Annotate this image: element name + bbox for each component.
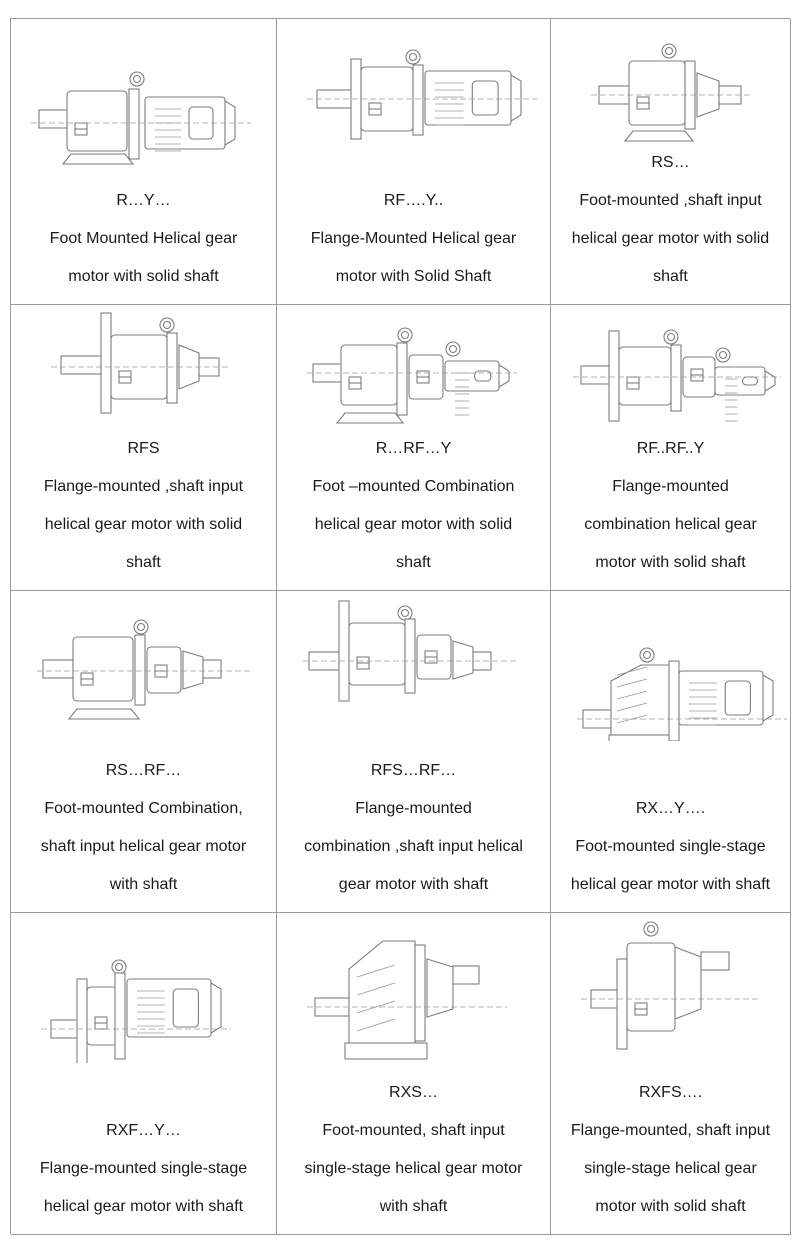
drawing-slot: [11, 19, 276, 169]
product-model: RF..RF..Y: [636, 440, 705, 457]
product-cell: RXF…Y… Flange-mounted single-stage helical…: [11, 913, 277, 1235]
product-caption: RXF…Y… Flange-mounted single-stage helical…: [17, 1112, 270, 1226]
product-description-line: motor with Solid Shaft: [335, 268, 492, 285]
product-caption: RF..RF..Y Flange-mounted combination helic…: [557, 430, 784, 582]
product-description-line: combination helical gear: [584, 516, 757, 533]
product-description-line: helical gear motor with solid: [571, 230, 770, 247]
drawing-slot: [277, 19, 550, 169]
product-description-line: shaft: [653, 268, 688, 285]
product-caption: RS… Foot-mounted ,shaft input helical gear…: [557, 144, 784, 296]
drawing-slot: [277, 305, 550, 455]
product-description-line: helical gear motor with shaft: [43, 1198, 244, 1215]
product-description-line: Flange-mounted: [612, 478, 729, 495]
flange-mounted-single-stage-gear-motor-icon: [41, 959, 231, 1063]
product-description-line: shaft: [396, 554, 431, 571]
flange-mounted-shaft-input-reducer-icon: [51, 312, 231, 414]
product-description-line: with shaft: [379, 1198, 448, 1215]
product-description-line: Flange-mounted single-stage: [39, 1160, 248, 1177]
flange-mounted-single-stage-shaft-input-icon: [581, 921, 761, 1050]
product-description-line: shaft input helical gear motor: [40, 838, 247, 855]
foot-mounted-shaft-input-reducer-icon: [591, 43, 751, 142]
product-caption: RXS… Foot-mounted, shaft input single-stag…: [283, 1074, 544, 1226]
product-caption: R…RF…Y Foot –mounted Combination helical g…: [283, 430, 544, 582]
flange-mounted-gear-motor-icon: [307, 49, 537, 140]
product-model: RFS…RF…: [370, 762, 457, 779]
product-model: RXF…Y…: [106, 1122, 181, 1139]
product-caption: RX…Y…. Foot-mounted single-stage helical g…: [557, 790, 784, 904]
product-description-line: Foot-mounted single-stage: [575, 838, 766, 855]
product-cell: RFS Flange-mounted ,shaft input helical ge…: [11, 305, 277, 591]
drawing-slot: [277, 913, 550, 1063]
product-model: RX…Y….: [635, 800, 706, 817]
product-cell: RF….Y.. Flange-Mounted Helical gear motor …: [277, 19, 551, 305]
foot-mounted-combination-gear-motor-icon: [307, 327, 517, 424]
product-description-line: Flange-mounted, shaft input: [570, 1122, 771, 1139]
product-model: RS…RF…: [105, 762, 182, 779]
drawing-slot: [551, 591, 790, 741]
product-description-line: gear motor with shaft: [338, 876, 489, 893]
product-cell: RX…Y…. Foot-mounted single-stage helical g…: [551, 591, 791, 913]
product-caption: RF….Y.. Flange-Mounted Helical gear motor …: [283, 182, 544, 296]
product-description-line: helical gear motor with solid: [44, 516, 243, 533]
product-cell: R…Y… Foot Mounted Helical gear motor with …: [11, 19, 277, 305]
foot-mounted-single-stage-gear-motor-icon: [577, 647, 787, 741]
product-description-line: with shaft: [109, 876, 178, 893]
product-caption: RFS Flange-mounted ,shaft input helical ge…: [17, 430, 270, 582]
foot-mounted-gear-motor-icon: [31, 71, 251, 165]
product-cell: RXS… Foot-mounted, shaft input single-stag…: [277, 913, 551, 1235]
product-description-line: Flange-mounted: [355, 800, 472, 817]
foot-mounted-single-stage-shaft-input-icon: [307, 940, 507, 1060]
product-description-line: helical gear motor with solid: [314, 516, 513, 533]
flange-mounted-combination-gear-motor-icon: [573, 329, 781, 422]
flange-mounted-combination-shaft-input-icon: [303, 600, 517, 702]
product-model: R…Y…: [116, 192, 171, 209]
product-description-line: Foot-mounted Combination,: [44, 800, 243, 817]
product-description-line: single-stage helical gear motor: [304, 1160, 523, 1177]
foot-mounted-combination-shaft-input-icon: [37, 619, 251, 720]
product-description-line: Flange-mounted ,shaft input: [43, 478, 244, 495]
product-cell: RFS…RF… Flange-mounted combination ,shaft …: [277, 591, 551, 913]
product-description-line: single-stage helical gear: [584, 1160, 757, 1177]
product-description-line: motor with solid shaft: [595, 1198, 746, 1215]
product-cell: R…RF…Y Foot –mounted Combination helical g…: [277, 305, 551, 591]
drawing-slot: [11, 591, 276, 741]
product-description-line: shaft: [126, 554, 161, 571]
product-caption: R…Y… Foot Mounted Helical gear motor with …: [17, 182, 270, 296]
product-model: RF….Y..: [383, 192, 444, 209]
product-description-line: motor with solid shaft: [68, 268, 219, 285]
product-model: RFS: [127, 440, 160, 457]
product-description-line: motor with solid shaft: [595, 554, 746, 571]
product-model: RXS…: [389, 1084, 438, 1101]
product-description-line: Flange-Mounted Helical gear: [310, 230, 517, 247]
product-description-line: Foot Mounted Helical gear: [49, 230, 238, 247]
drawing-slot: [551, 19, 790, 169]
product-model: RS…: [651, 154, 690, 171]
product-cell: RS…RF… Foot-mounted Combination, shaft inp…: [11, 591, 277, 913]
drawing-slot: [551, 913, 790, 1063]
drawing-slot: [551, 305, 790, 455]
product-cell: RF..RF..Y Flange-mounted combination helic…: [551, 305, 791, 591]
product-description-line: Foot –mounted Combination: [312, 478, 515, 495]
product-caption: RXFS…. Flange-mounted, shaft input single-…: [557, 1074, 784, 1226]
product-caption: RFS…RF… Flange-mounted combination ,shaft …: [283, 752, 544, 904]
product-cell: RS… Foot-mounted ,shaft input helical gear…: [551, 19, 791, 305]
product-model: RXFS….: [638, 1084, 703, 1101]
drawing-slot: [11, 305, 276, 455]
product-description-line: helical gear motor with shaft: [570, 876, 771, 893]
drawing-slot: [277, 591, 550, 741]
product-description-line: Foot-mounted, shaft input: [322, 1122, 505, 1139]
product-description-line: Foot-mounted ,shaft input: [579, 192, 762, 209]
product-catalog-table: R…Y… Foot Mounted Helical gear motor with …: [10, 18, 791, 1235]
drawing-slot: [11, 913, 276, 1063]
product-cell: RXFS…. Flange-mounted, shaft input single-…: [551, 913, 791, 1235]
product-model: R…RF…Y: [375, 440, 452, 457]
product-description-line: combination ,shaft input helical: [304, 838, 523, 855]
product-caption: RS…RF… Foot-mounted Combination, shaft inp…: [17, 752, 270, 904]
